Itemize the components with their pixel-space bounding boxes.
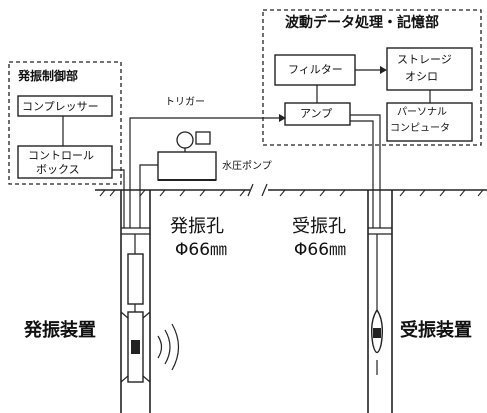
source-device-upper bbox=[127, 253, 144, 305]
trigger-arrowhead bbox=[279, 114, 286, 122]
source-hole-label: 発振孔 bbox=[170, 216, 224, 237]
compressor-label: コンプレッサー bbox=[22, 100, 99, 113]
storage-scope-label-line2: オシロ bbox=[405, 70, 438, 83]
receiver-cable-2 bbox=[350, 120, 374, 228]
source-packer-top bbox=[120, 311, 151, 319]
receiver-hole-diameter: Φ66㎜ bbox=[294, 240, 347, 260]
storage-scope-label-line1: ストレージ bbox=[397, 53, 452, 66]
pc-label-line1: パーソナル bbox=[397, 107, 447, 118]
receiver-cable bbox=[350, 114, 381, 228]
receiver-hole-label: 受振孔 bbox=[292, 216, 346, 237]
filter-to-storage-arrowhead bbox=[380, 66, 387, 74]
receiver-device-core bbox=[373, 328, 381, 338]
water-pump-motor bbox=[195, 131, 211, 145]
ground-hatch-right bbox=[279, 189, 484, 197]
filter-label: フィルター bbox=[288, 63, 343, 76]
source-packer-bottom bbox=[120, 375, 151, 383]
wave-arc-1 bbox=[157, 335, 163, 359]
control-cable bbox=[112, 169, 125, 228]
source-device-label: 発振装置 bbox=[24, 320, 96, 341]
source-hole-diameter: Φ66㎜ bbox=[175, 240, 228, 260]
compressor-box bbox=[17, 95, 113, 117]
control-box-label-line1: コントロール bbox=[28, 149, 94, 162]
control-box-label-line2: ボックス bbox=[36, 163, 80, 176]
source-control-panel-border bbox=[8, 61, 122, 185]
water-pump-label: 水圧ポンプ bbox=[222, 161, 272, 172]
processing-panel-border bbox=[262, 9, 482, 146]
trigger-line bbox=[129, 117, 285, 228]
ground-hatch-left bbox=[99, 189, 246, 197]
receiver-device-label: 受振装置 bbox=[400, 320, 472, 341]
trigger-label: トリガー bbox=[165, 97, 205, 108]
source-casing-ring bbox=[121, 227, 150, 235]
receiver-device bbox=[370, 308, 384, 354]
receiver-casing-ring bbox=[368, 227, 392, 235]
pc-label-line2: コンピュータ bbox=[390, 123, 450, 134]
water-pump-gauge bbox=[176, 131, 194, 149]
wave-arc-2 bbox=[164, 329, 171, 365]
ground-break-mark bbox=[247, 183, 268, 197]
wave-arc-3 bbox=[171, 323, 180, 371]
amp-label: アンプ bbox=[300, 107, 333, 120]
water-pump-tank bbox=[157, 151, 217, 181]
processing-panel-title: 波動データ処理・記憶部 bbox=[285, 15, 439, 31]
source-device-emitter bbox=[131, 340, 140, 354]
source-control-panel-title: 発振制御部 bbox=[18, 69, 79, 83]
control-box bbox=[17, 145, 113, 179]
water-pump-hose bbox=[139, 164, 158, 228]
